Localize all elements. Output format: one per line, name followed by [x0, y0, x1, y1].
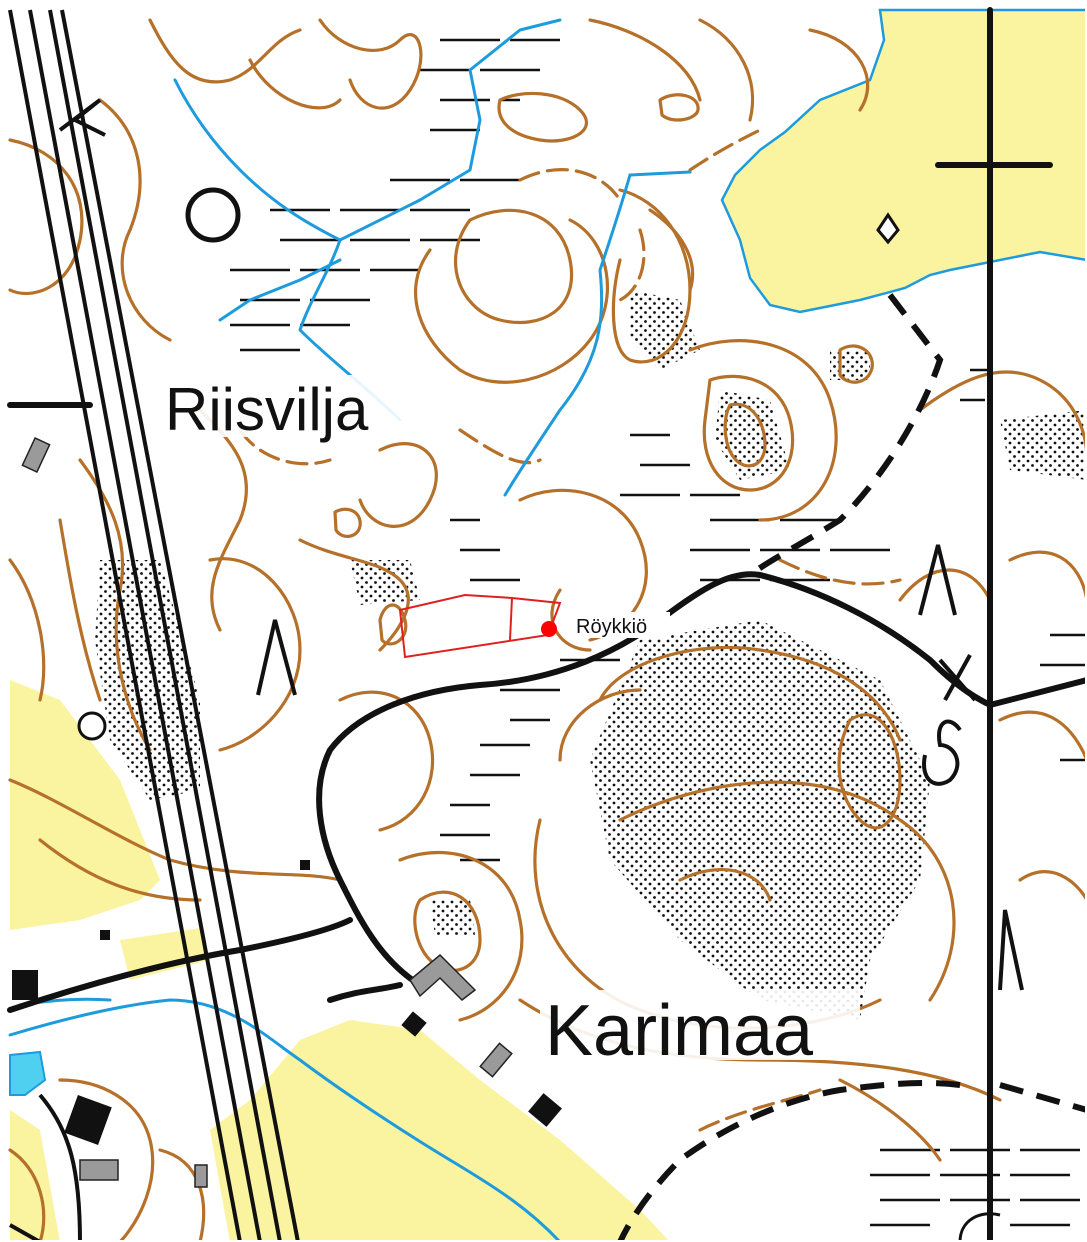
field-northeast: [720, 8, 1087, 314]
field-small: [120, 928, 210, 980]
field-west: [10, 680, 160, 930]
pond: [9, 1050, 47, 1096]
roads: [7, 7, 1087, 1242]
stipple-areas: [95, 290, 1087, 1020]
site-label: Röykkiö: [576, 616, 647, 638]
small-circle-symbol: [185, 187, 241, 243]
place-name-riisvilja: Riisvilja: [165, 376, 369, 443]
place-names: Riisvilja Karimaa: [165, 375, 860, 1071]
place-name-karimaa: Karimaa: [545, 991, 814, 1071]
field-south: [210, 1020, 670, 1242]
site-label-bg: [574, 612, 670, 638]
buildings: [12, 212, 900, 1188]
site-area-outline: [398, 593, 562, 659]
site-dot[interactable]: [541, 621, 557, 637]
marsh-symbols: [230, 38, 1087, 1227]
site-marker[interactable]: Röykkiö: [398, 593, 670, 659]
site-area-divider: [509, 597, 513, 641]
fields: [9, 8, 1087, 1242]
